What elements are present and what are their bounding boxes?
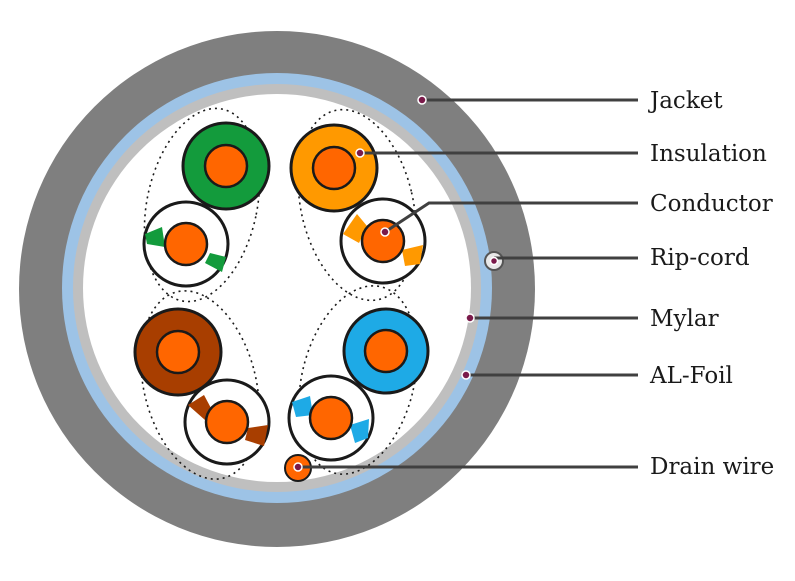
- green-stripe: [145, 227, 165, 247]
- al-foil-label: AL-Foil: [650, 363, 733, 389]
- mylar-label: Mylar: [650, 306, 719, 332]
- jacket-pointer-dot: [417, 95, 427, 105]
- rip-cord-label: Rip-cord: [650, 245, 750, 271]
- blue-stripe: [350, 419, 369, 443]
- blue-solid-conductor: [363, 328, 409, 374]
- green-stripe: [205, 253, 226, 272]
- orange-striped-conductor: [360, 218, 406, 264]
- brown-stripe: [245, 425, 268, 446]
- green-pair: [142, 121, 271, 288]
- brown-solid-conductor: [155, 329, 201, 375]
- green-striped-conductor: [163, 221, 209, 267]
- green-pair-boundary: [143, 107, 261, 303]
- insulation-pointer-dot: [355, 148, 365, 158]
- insulation-label: Insulation: [650, 141, 767, 167]
- conductor-pointer-dot: [380, 227, 390, 237]
- orange-pair-boundary: [297, 108, 417, 302]
- jacket-label: Jacket: [650, 88, 723, 114]
- green-solid-conductor: [203, 143, 249, 189]
- brown-stripe: [188, 395, 212, 420]
- orange-stripe: [402, 245, 423, 266]
- brown-striped-conductor: [204, 399, 250, 445]
- blue-pair-boundary: [298, 285, 418, 475]
- conductor-label: Conductor: [650, 191, 773, 217]
- drain-wire-pointer-dot: [293, 462, 303, 472]
- blue-striped-conductor: [308, 395, 354, 441]
- orange-stripe: [343, 214, 367, 243]
- orange-pair: [289, 123, 427, 285]
- mylar-pointer-dot: [465, 313, 475, 323]
- brown-pair: [133, 307, 271, 466]
- brown-pair-boundary: [140, 290, 260, 480]
- rip-cord-pointer-dot: [489, 256, 499, 266]
- drain-wire-label: Drain wire: [650, 454, 775, 480]
- orange-solid-conductor: [311, 145, 357, 191]
- al-foil-pointer-dot: [461, 370, 471, 380]
- blue-stripe: [292, 396, 313, 417]
- conductor-leader-line: [384, 201, 638, 234]
- blue-pair: [287, 307, 430, 462]
